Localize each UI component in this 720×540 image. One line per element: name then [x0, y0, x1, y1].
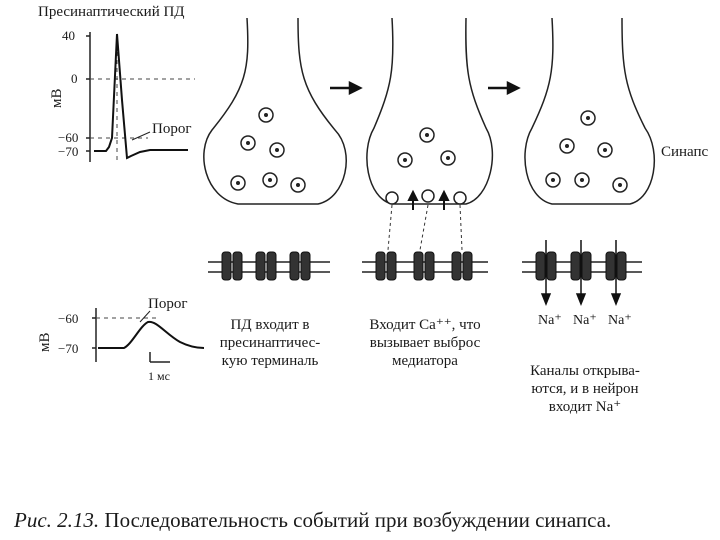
graph-top-axes: [86, 32, 90, 162]
threshold-pointer-bottom: [140, 311, 150, 322]
receptor-channels: [222, 252, 626, 280]
time-scale-label: 1 мс: [148, 370, 170, 382]
figure-caption-text: Последовательность событий при возбужден…: [104, 508, 611, 532]
threshold-pointer-top: [132, 132, 150, 140]
graph-bottom-tick-70: −70: [58, 342, 78, 355]
graph-top-tick-60: −60: [58, 131, 78, 144]
figure-caption-prefix: Рис. 2.13.: [14, 508, 99, 532]
sodium-label-2: Na⁺: [573, 314, 597, 328]
graph-bottom-tick-60: −60: [58, 312, 78, 325]
graph-top-dashes: [90, 36, 195, 164]
figure-caption: Рис. 2.13. Последовательность событий пр…: [14, 508, 611, 533]
graph-top-y-unit: мВ: [50, 89, 65, 109]
sodium-label-1: Na⁺: [538, 314, 562, 328]
graph-top-tick-0: 0: [71, 72, 78, 85]
postsynaptic-potential-trace: [98, 322, 204, 348]
synapse-label: Синапс: [661, 145, 708, 160]
time-scale-bar: [150, 352, 170, 362]
transmitter-release-paths: [388, 205, 462, 250]
terminal-2: [367, 18, 493, 204]
stage-3-caption: Каналы открыва- ются, и в нейрон входит …: [510, 362, 660, 416]
graph-bottom-threshold-label: Порог: [148, 297, 188, 312]
graph-top-threshold-label: Порог: [152, 122, 192, 137]
graph-bottom-axes: [92, 308, 96, 362]
stage-arrow-2: [488, 83, 518, 93]
graph-top-tick-40: 40: [62, 29, 75, 42]
graph-bottom-y-unit: мВ: [38, 333, 53, 353]
stage-2-caption: Входит Ca⁺⁺, что вызывает выброс медиато…: [350, 316, 500, 370]
graph-top-tick-70: −70: [58, 145, 78, 158]
stage-arrow-1: [330, 83, 360, 93]
vesicles: [231, 108, 627, 204]
presynaptic-ap-title: Пресинаптический ПД: [38, 5, 185, 20]
sodium-label-3: Na⁺: [608, 314, 632, 328]
action-potential-trace: [94, 34, 188, 158]
stage-1-caption: ПД входит в пресинаптичес- кую терминаль: [205, 316, 335, 370]
